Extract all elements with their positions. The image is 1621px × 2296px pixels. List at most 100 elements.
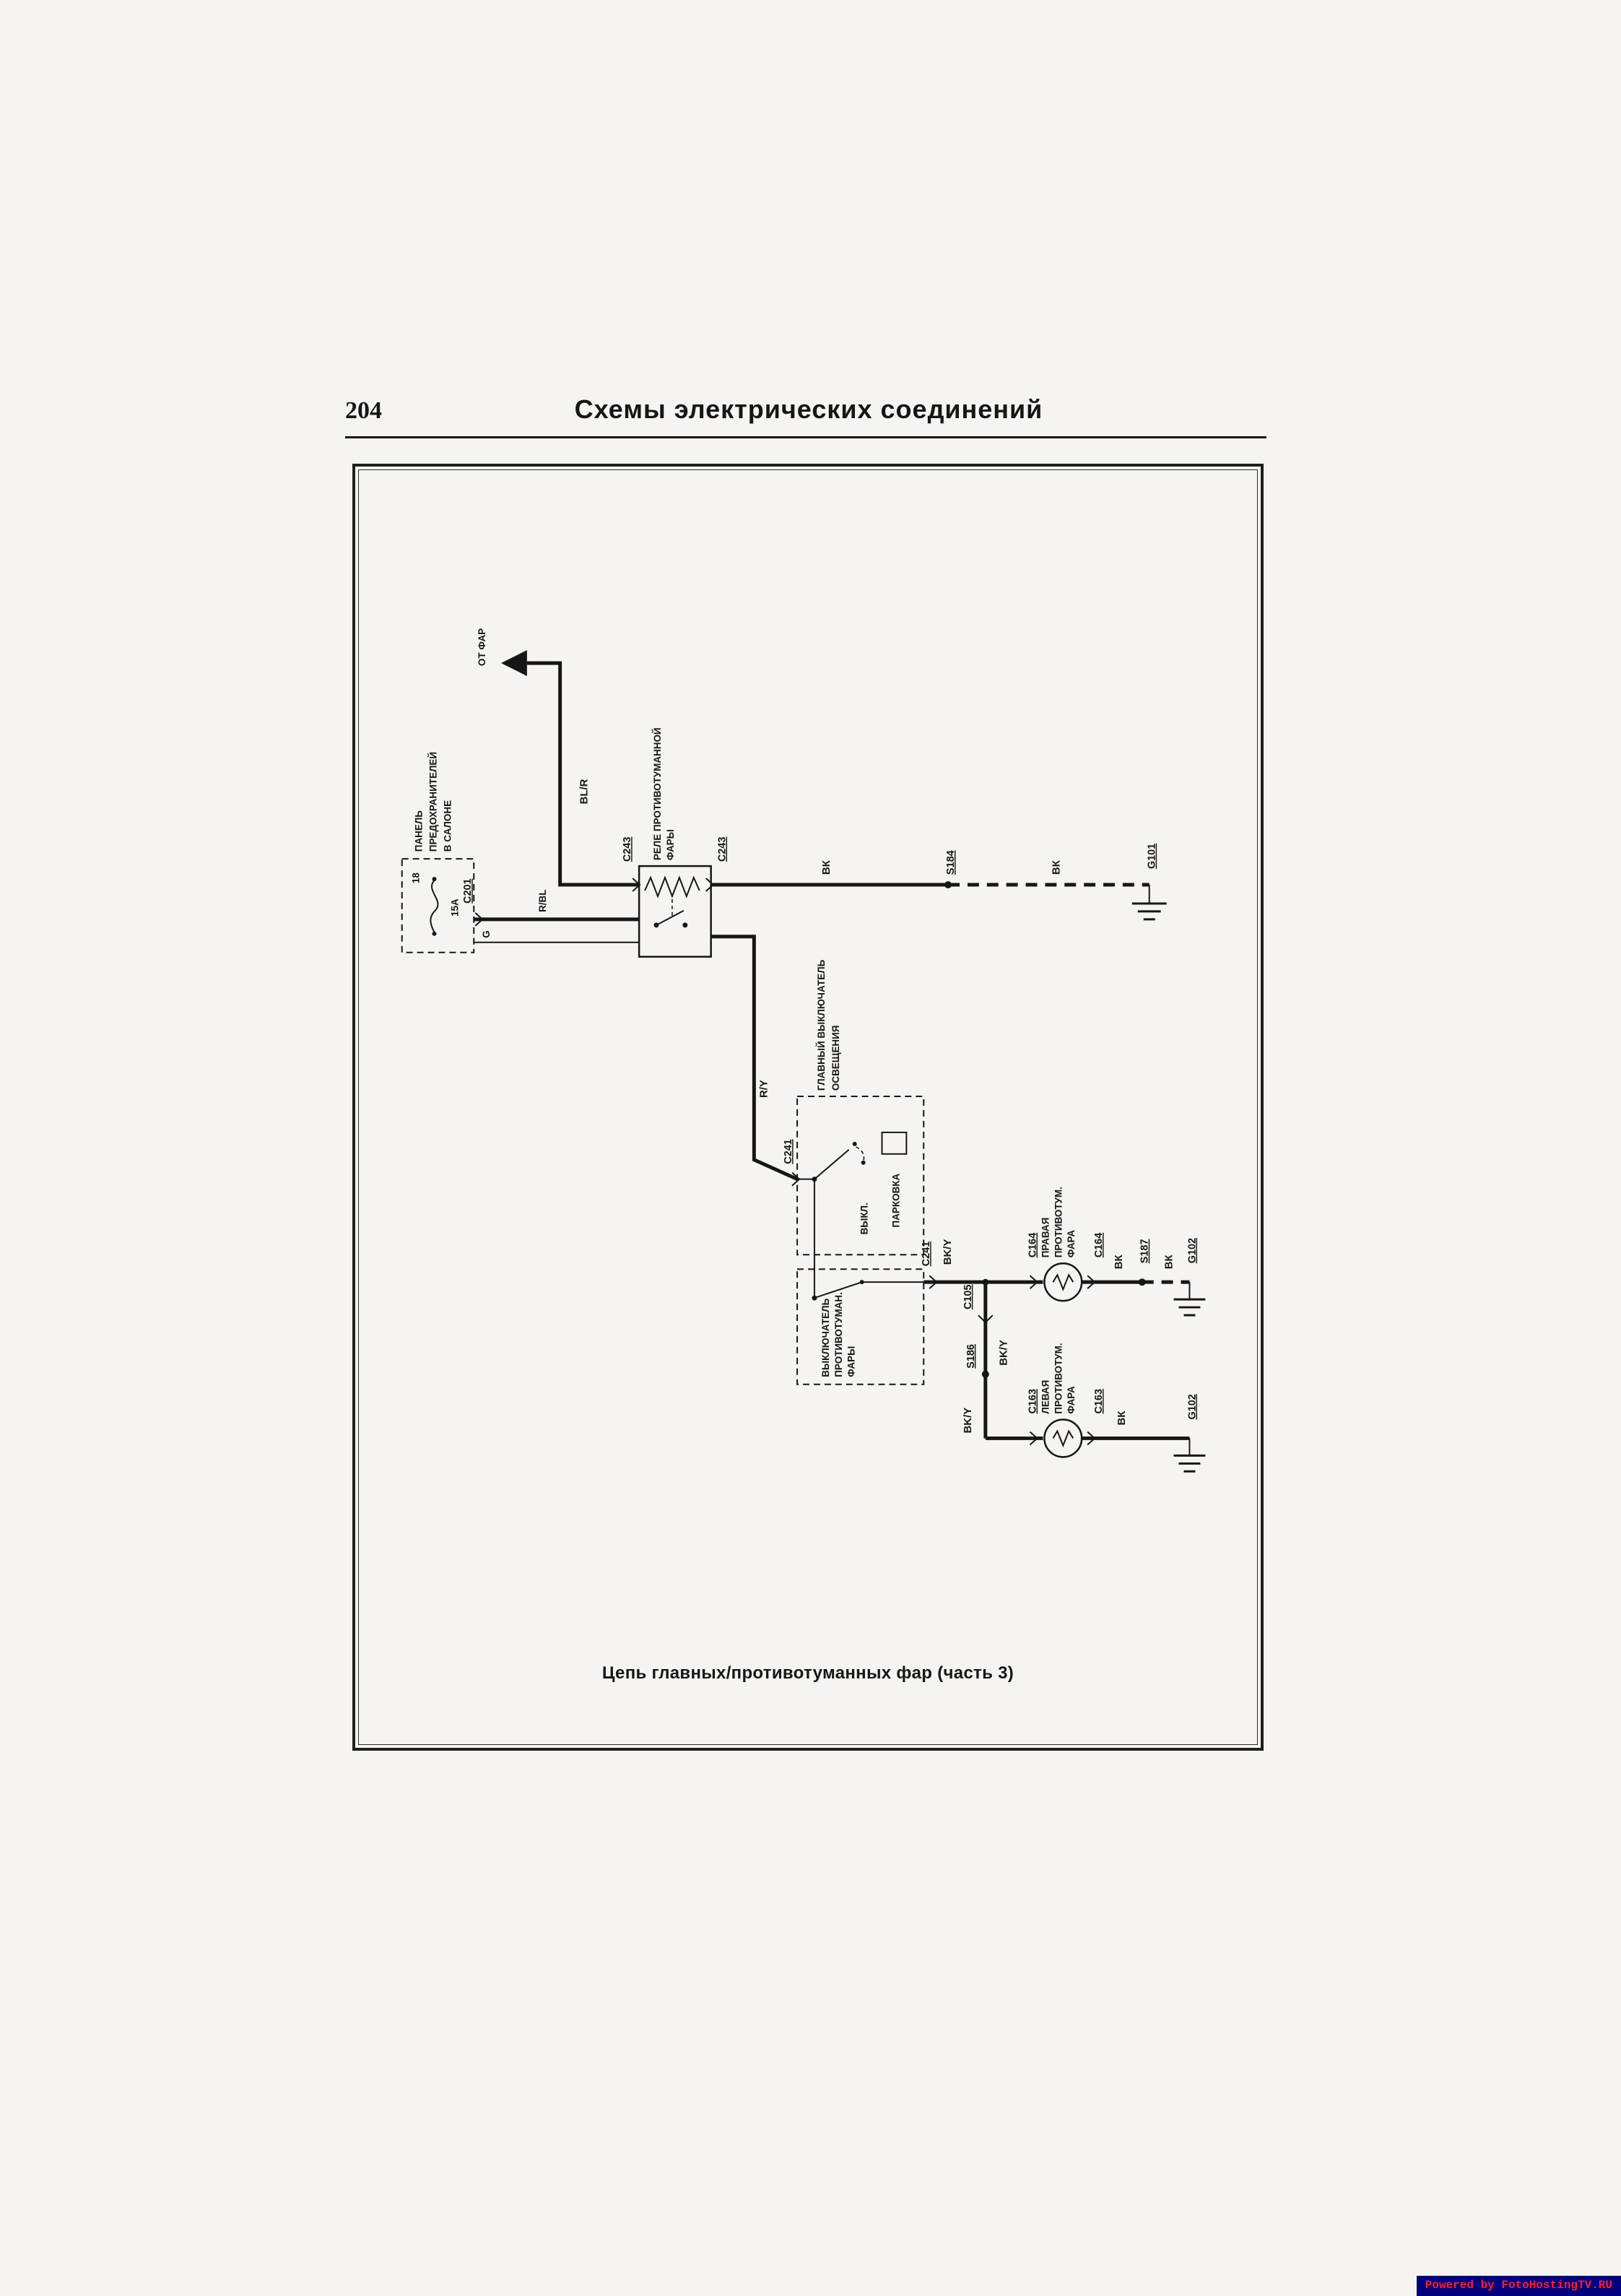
wire-label-bky-3: BK/Y <box>962 1408 974 1434</box>
left-lamp-filament-icon <box>1052 1429 1074 1448</box>
connector-label-c105: C105 <box>962 1285 974 1310</box>
main-switch-blade <box>814 1149 850 1180</box>
splice-label-s186: S186 <box>965 1344 977 1369</box>
relay-switch-blade <box>656 910 685 926</box>
fog-switch-box <box>796 1268 925 1385</box>
fuse-rating-label: 15A <box>449 898 460 917</box>
connector-label-c241-out: C241 <box>921 1242 932 1267</box>
fuse-panel: ПАНЕЛЬ ПРЕДОХРАНИТЕЛЕЙ В САЛОНЕ 18 15A C… <box>401 752 640 953</box>
left-fog-lamp-circuit: ЛЕВАЯ ПРОТИВОТУМ. ФАРА C163 C163 ВК G102 <box>1027 1343 1206 1473</box>
connector-label-c164-right: C164 <box>1093 1233 1105 1258</box>
watermark: Powered by FotoHostingTV.RU <box>1416 2276 1621 2296</box>
fuse-element-icon <box>430 880 439 933</box>
fuse-panel-title-1: ПАНЕЛЬ <box>414 810 425 852</box>
connector-label-c163-right: C163 <box>1093 1389 1105 1414</box>
wire-label-bk-3: ВК <box>1113 1254 1125 1269</box>
wiring-diagram-inner-frame: ОТ ФАР BL/R ПАНЕЛЬ ПРЕДОХРАНИТЕЛЕЙ В САЛ… <box>358 469 1258 1745</box>
splice-label-s187: S187 <box>1139 1239 1151 1264</box>
wiring-diagram: ОТ ФАР BL/R ПАНЕЛЬ ПРЕДОХРАНИТЕЛЕЙ В САЛ… <box>401 628 1206 1473</box>
connector-label-c243-right: C243 <box>717 837 729 862</box>
relay-title-2: ФАРЫ <box>665 829 676 860</box>
ground-g102-right-icon <box>1173 1298 1206 1317</box>
right-fog-lamp-circuit: ПРАВАЯ ПРОТИВОТУМ. ФАРА C164 C164 ВК S18… <box>1027 1187 1206 1317</box>
fog-switch-title-2: ПРОТИВОТУМАН. <box>833 1292 844 1377</box>
wire-label-bk-1: ВК <box>820 859 833 875</box>
wire-label-bky-2: BK/Y <box>998 1340 1010 1366</box>
fog-lamp-feed-run: C105 BK/Y S186 BK/Y <box>924 1278 1043 1440</box>
diagram-caption: Цепь главных/противотуманных фар (часть … <box>601 1663 1014 1683</box>
connector-chevron-c164-left <box>1029 1275 1038 1289</box>
wire-label-bl-r: BL/R <box>578 779 590 804</box>
right-lamp-title-1: ПРАВАЯ <box>1040 1218 1051 1258</box>
ground-g102-left-icon <box>1173 1454 1206 1473</box>
right-lamp-filament-icon <box>1052 1273 1074 1291</box>
fuse-terminal-top <box>432 877 437 882</box>
ground-label-g102-right: G102 <box>1186 1238 1198 1263</box>
page-title: Схемы электрических соединений <box>574 394 1043 424</box>
connector-chevron-c164-right <box>1087 1275 1096 1289</box>
left-fog-lamp-icon <box>1043 1418 1083 1458</box>
ground-label-g102-left: G102 <box>1186 1394 1198 1419</box>
relay-contact-2 <box>682 922 688 928</box>
fog-switch-title-1: ВЫКЛЮЧАТЕЛЬ <box>820 1298 831 1377</box>
fog-switch-blade <box>814 1281 862 1299</box>
connector-chevron-c105 <box>978 1314 994 1324</box>
main-switch-box <box>796 1096 925 1256</box>
offpage-arrow-icon <box>501 650 527 677</box>
connector-label-c164-left: C164 <box>1027 1233 1038 1258</box>
left-lamp-title-1: ЛЕВАЯ <box>1040 1380 1051 1414</box>
ground-label-g101: G101 <box>1147 844 1158 869</box>
main-switch-title-2: ОСВЕЩЕНИЯ <box>830 1026 841 1091</box>
main-switch-title-1: ГЛАВНЫЙ ВЫКЛЮЧАТЕЛЬ <box>816 959 827 1091</box>
fog-switch-title-3: ФАРЫ <box>846 1346 857 1377</box>
fuse-panel-title-2: ПРЕДОХРАНИТЕЛЕЙ <box>427 752 438 852</box>
connector-chevron-c163-right <box>1087 1431 1096 1446</box>
main-switch-position-arc <box>856 1146 865 1161</box>
page-number: 204 <box>345 397 382 424</box>
fuse-panel-title-3: В САЛОНЕ <box>442 800 453 852</box>
right-lamp-title-2: ПРОТИВОТУМ. <box>1053 1187 1064 1257</box>
offpage-connector-from-headlights: ОТ ФАР BL/R <box>477 628 640 887</box>
connector-chevron-c163-left <box>1029 1431 1038 1446</box>
connector-label-c163-left: C163 <box>1027 1389 1038 1414</box>
fog-lamp-switch: ВЫКЛЮЧАТЕЛЬ ПРОТИВОТУМАН. ФАРЫ C241 BK/Y <box>796 1239 954 1385</box>
wire-label-g: G <box>481 930 492 937</box>
wire-r-y <box>710 935 799 1181</box>
relay-ground-branch: ВК S184 ВК G101 <box>710 844 1167 921</box>
connector-chevron-c201 <box>474 912 484 927</box>
splice-s186 <box>981 1370 989 1378</box>
right-fog-lamp-icon <box>1043 1262 1083 1302</box>
wire-label-r-bl: R/BL <box>537 890 548 912</box>
connector-label-c243-left: C243 <box>622 837 633 862</box>
feed-junction <box>982 1278 989 1286</box>
connector-chevron-c243-left <box>632 878 641 892</box>
position-label-park: ПАРКОВКА <box>890 1173 901 1227</box>
main-switch-contact-park <box>852 1141 857 1146</box>
title-rule <box>345 436 1266 438</box>
fuse-position-label: 18 <box>411 872 422 883</box>
fuse-terminal-bottom <box>432 931 437 936</box>
relay-title-1: РЕЛЕ ПРОТИВОТУМАННОЙ <box>652 727 663 860</box>
offpage-label: ОТ ФАР <box>477 628 487 666</box>
wire-label-bk-4: ВК <box>1163 1254 1175 1269</box>
splice-label-s184: S184 <box>945 850 957 875</box>
position-label-off: ВЫКЛ. <box>859 1203 870 1234</box>
left-lamp-title-2: ПРОТИВОТУМ. <box>1053 1343 1064 1413</box>
fog-lamp-relay: РЕЛЕ ПРОТИВОТУМАННОЙ ФАРЫ C243 C243 R/Y <box>622 727 799 1181</box>
right-lamp-title-3: ФАРА <box>1066 1230 1077 1258</box>
wire-label-bk-2: ВК <box>1050 859 1062 875</box>
connector-label-c241-in: C241 <box>783 1139 794 1164</box>
relay-box <box>638 865 712 958</box>
main-switch-contact-off <box>861 1160 866 1165</box>
wire-label-r-y: R/Y <box>757 1080 770 1098</box>
wire-bl-r <box>526 661 640 887</box>
left-lamp-title-3: ФАРА <box>1066 1386 1077 1414</box>
wiring-diagram-frame: ОТ ФАР BL/R ПАНЕЛЬ ПРЕДОХРАНИТЕЛЕЙ В САЛ… <box>352 464 1264 1751</box>
ground-g101-icon <box>1131 902 1167 921</box>
wire-label-bk-5: ВК <box>1116 1411 1128 1426</box>
relay-contact-1 <box>653 922 659 928</box>
wire-label-bky-1: BK/Y <box>942 1239 954 1265</box>
main-lighting-switch: ГЛАВНЫЙ ВЫКЛЮЧАТЕЛЬ ОСВЕЩЕНИЯ C241 ВЫКЛ.… <box>783 959 925 1299</box>
connector-label-c201: C201 <box>462 878 474 904</box>
